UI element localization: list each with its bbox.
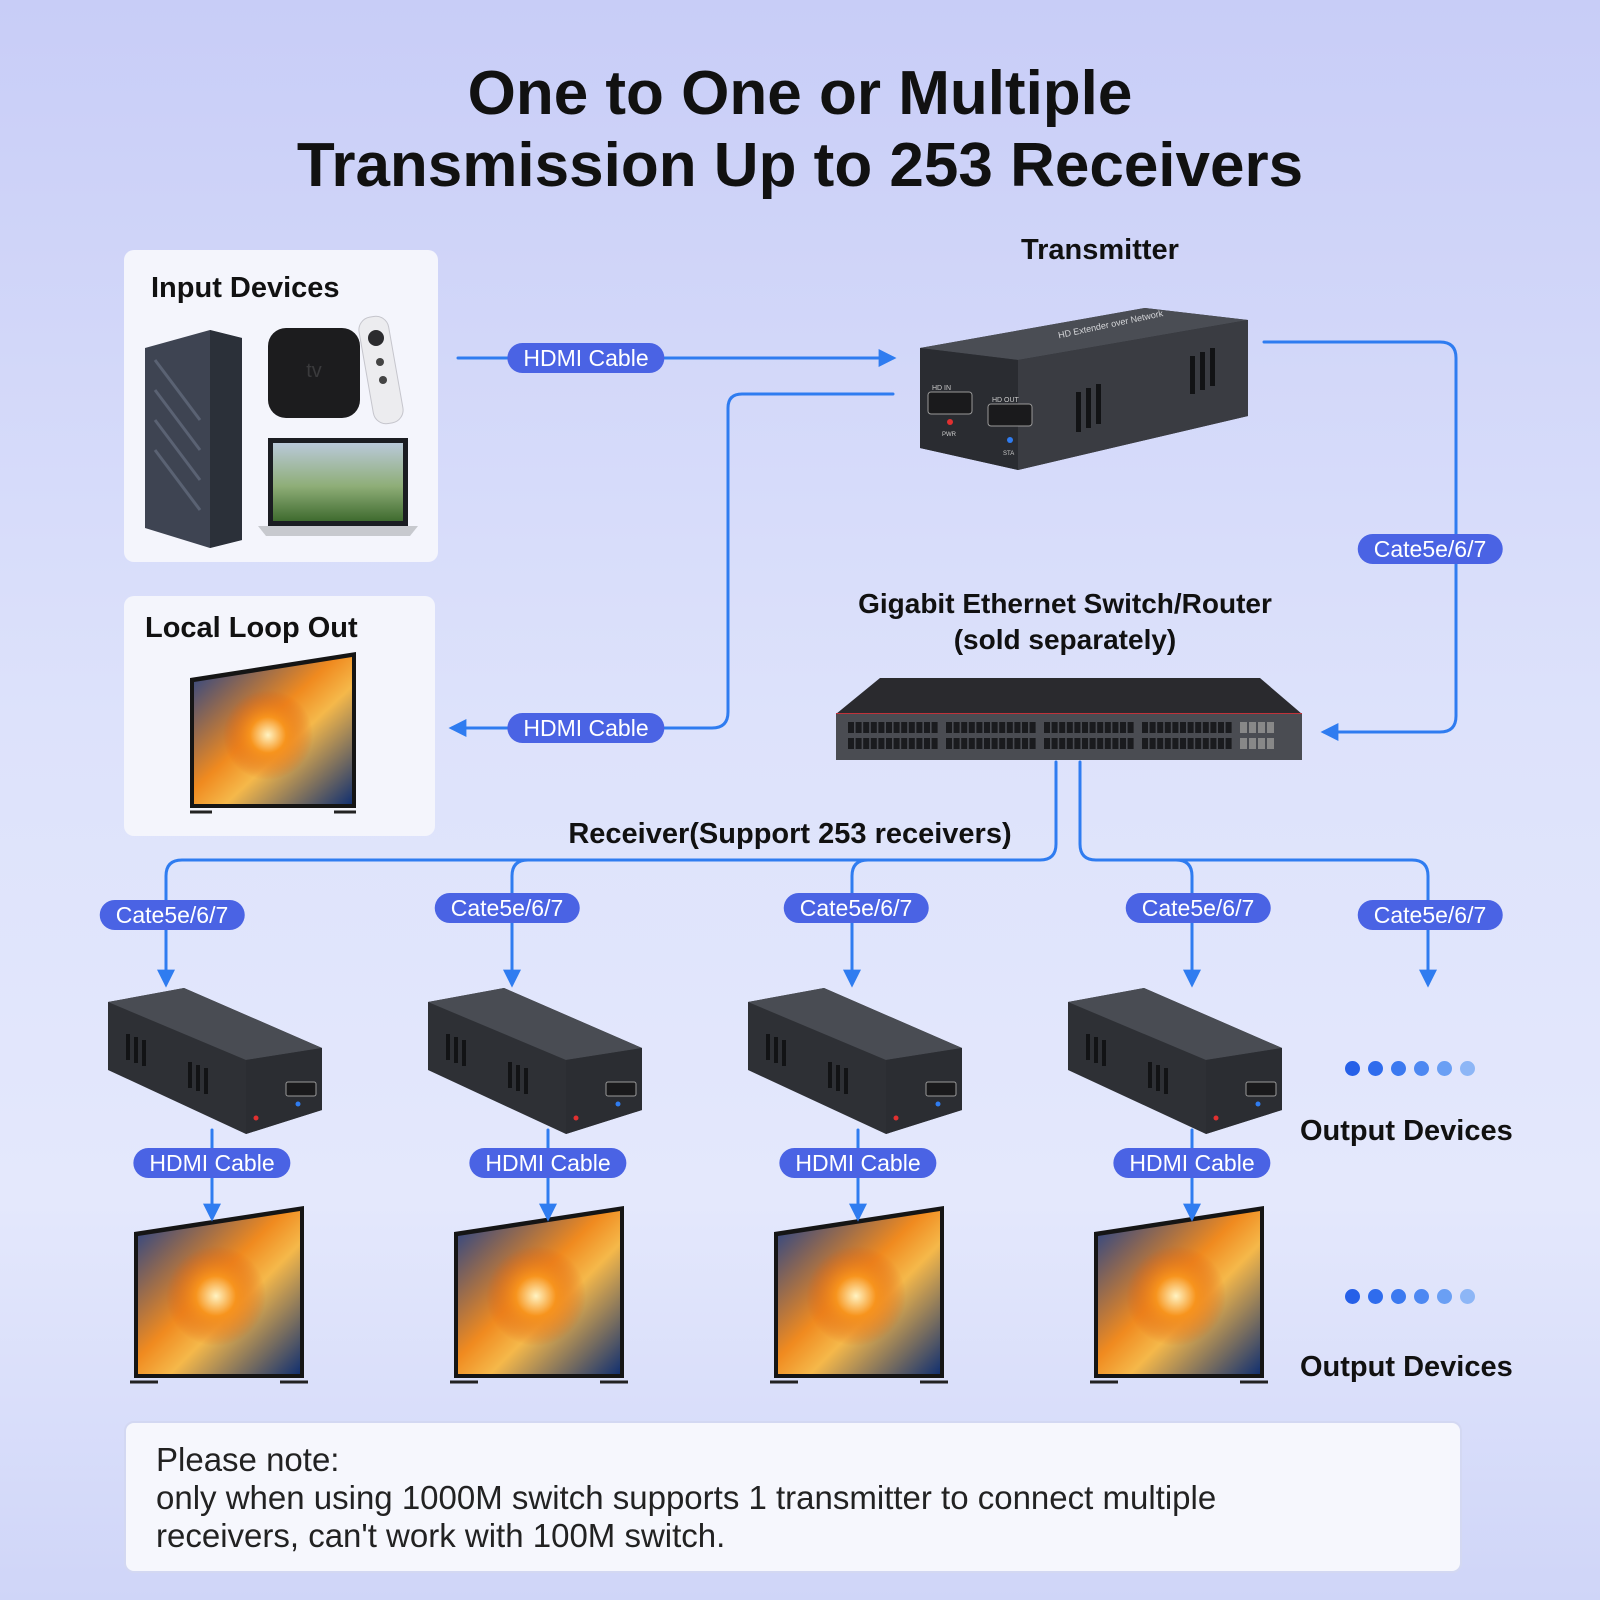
- local-loop-out-label: Local Loop Out: [145, 612, 358, 644]
- tv-logo: tv: [306, 360, 322, 382]
- cat-rx-cable-label-5: Cate5e/6/7: [1357, 900, 1503, 930]
- note-title: Please note:: [156, 1441, 340, 1478]
- note-box: Please note: only when using 1000M switc…: [124, 1421, 1462, 1573]
- local-loop-tv-icon: [190, 652, 356, 814]
- output-devices-label-1: Output Devices: [1300, 1115, 1513, 1147]
- cat-rx-cable-label-3: Cate5e/6/7: [783, 893, 929, 923]
- transmitter-hd-in-text: HD IN: [932, 385, 951, 392]
- output-tv-icon-3: [770, 1206, 948, 1384]
- note-line-2: receivers, can't work with 100M switch.: [156, 1517, 726, 1554]
- output-tv-icon-1: [130, 1206, 308, 1384]
- apple-tv-box-icon: tv: [268, 328, 360, 418]
- hdmi-loop-cable-label: HDMI Cable: [507, 713, 665, 743]
- receiver-device-2: [428, 988, 642, 1134]
- output-devices-label-2: Output Devices: [1300, 1351, 1513, 1383]
- transmitter-label: Transmitter: [1021, 234, 1179, 266]
- cat-rx-cable-label-1: Cate5e/6/7: [99, 900, 245, 930]
- page-title: One to One or Multiple Transmission Up t…: [0, 58, 1600, 202]
- more-receivers-dots-2: [1345, 1289, 1475, 1304]
- receiver-device-3: [748, 988, 962, 1134]
- input-devices-label: Input Devices: [151, 272, 340, 304]
- title-line-1: One to One or Multiple: [467, 59, 1133, 128]
- receiver-label: Receiver(Support 253 receivers): [568, 818, 1012, 850]
- receiver-device-4: [1068, 988, 1282, 1134]
- branch-receiver-4-wire: [1174, 858, 1201, 988]
- hdmi-rx-cable-label-3: HDMI Cable: [779, 1148, 937, 1178]
- cat-tx-cable-label: Cate5e/6/7: [1357, 534, 1503, 564]
- branch-receiver-2-wire: [503, 858, 530, 988]
- switch-to-left-receivers-wire: [157, 760, 1058, 988]
- switch-label-line-1: Gigabit Ethernet Switch/Router: [858, 588, 1272, 619]
- hdmi-input-cable-label: HDMI Cable: [507, 343, 665, 373]
- laptop-icon: [258, 438, 418, 536]
- cat-rx-cable-label-4: Cate5e/6/7: [1125, 893, 1271, 923]
- output-tv-icon-2: [450, 1206, 628, 1384]
- more-receivers-dots-1: [1345, 1061, 1475, 1076]
- hdmi-rx-cable-label-1: HDMI Cable: [133, 1148, 291, 1178]
- note-line-1: only when using 1000M switch supports 1 …: [156, 1479, 1217, 1516]
- transmitter-device: HD Extender over Network HD IN HD OUT PW…: [920, 308, 1248, 470]
- cat-rx-cable-label-2: Cate5e/6/7: [434, 893, 580, 923]
- transmitter-pwr-text: PWR: [942, 432, 957, 438]
- hdmi-loop-wire: [448, 392, 895, 737]
- switch-to-right-receivers-wire: [1078, 760, 1437, 988]
- hdmi-rx-cable-label-4: HDMI Cable: [1113, 1148, 1271, 1178]
- pc-tower-icon: [145, 330, 242, 548]
- branch-receiver-3-wire: [843, 858, 870, 988]
- remote-control-icon: [358, 315, 404, 425]
- network-switch-device: [836, 678, 1302, 760]
- output-tv-icon-4: [1090, 1206, 1268, 1384]
- receiver-device-1: [108, 988, 322, 1134]
- transmitter-hd-out-text: HD OUT: [992, 397, 1020, 404]
- title-line-2: Transmission Up to 253 Receivers: [296, 131, 1304, 200]
- hdmi-rx-cable-label-2: HDMI Cable: [469, 1148, 627, 1178]
- switch-label-line-2: (sold separately): [953, 624, 1177, 655]
- transmitter-sta-text: STA: [1003, 451, 1014, 457]
